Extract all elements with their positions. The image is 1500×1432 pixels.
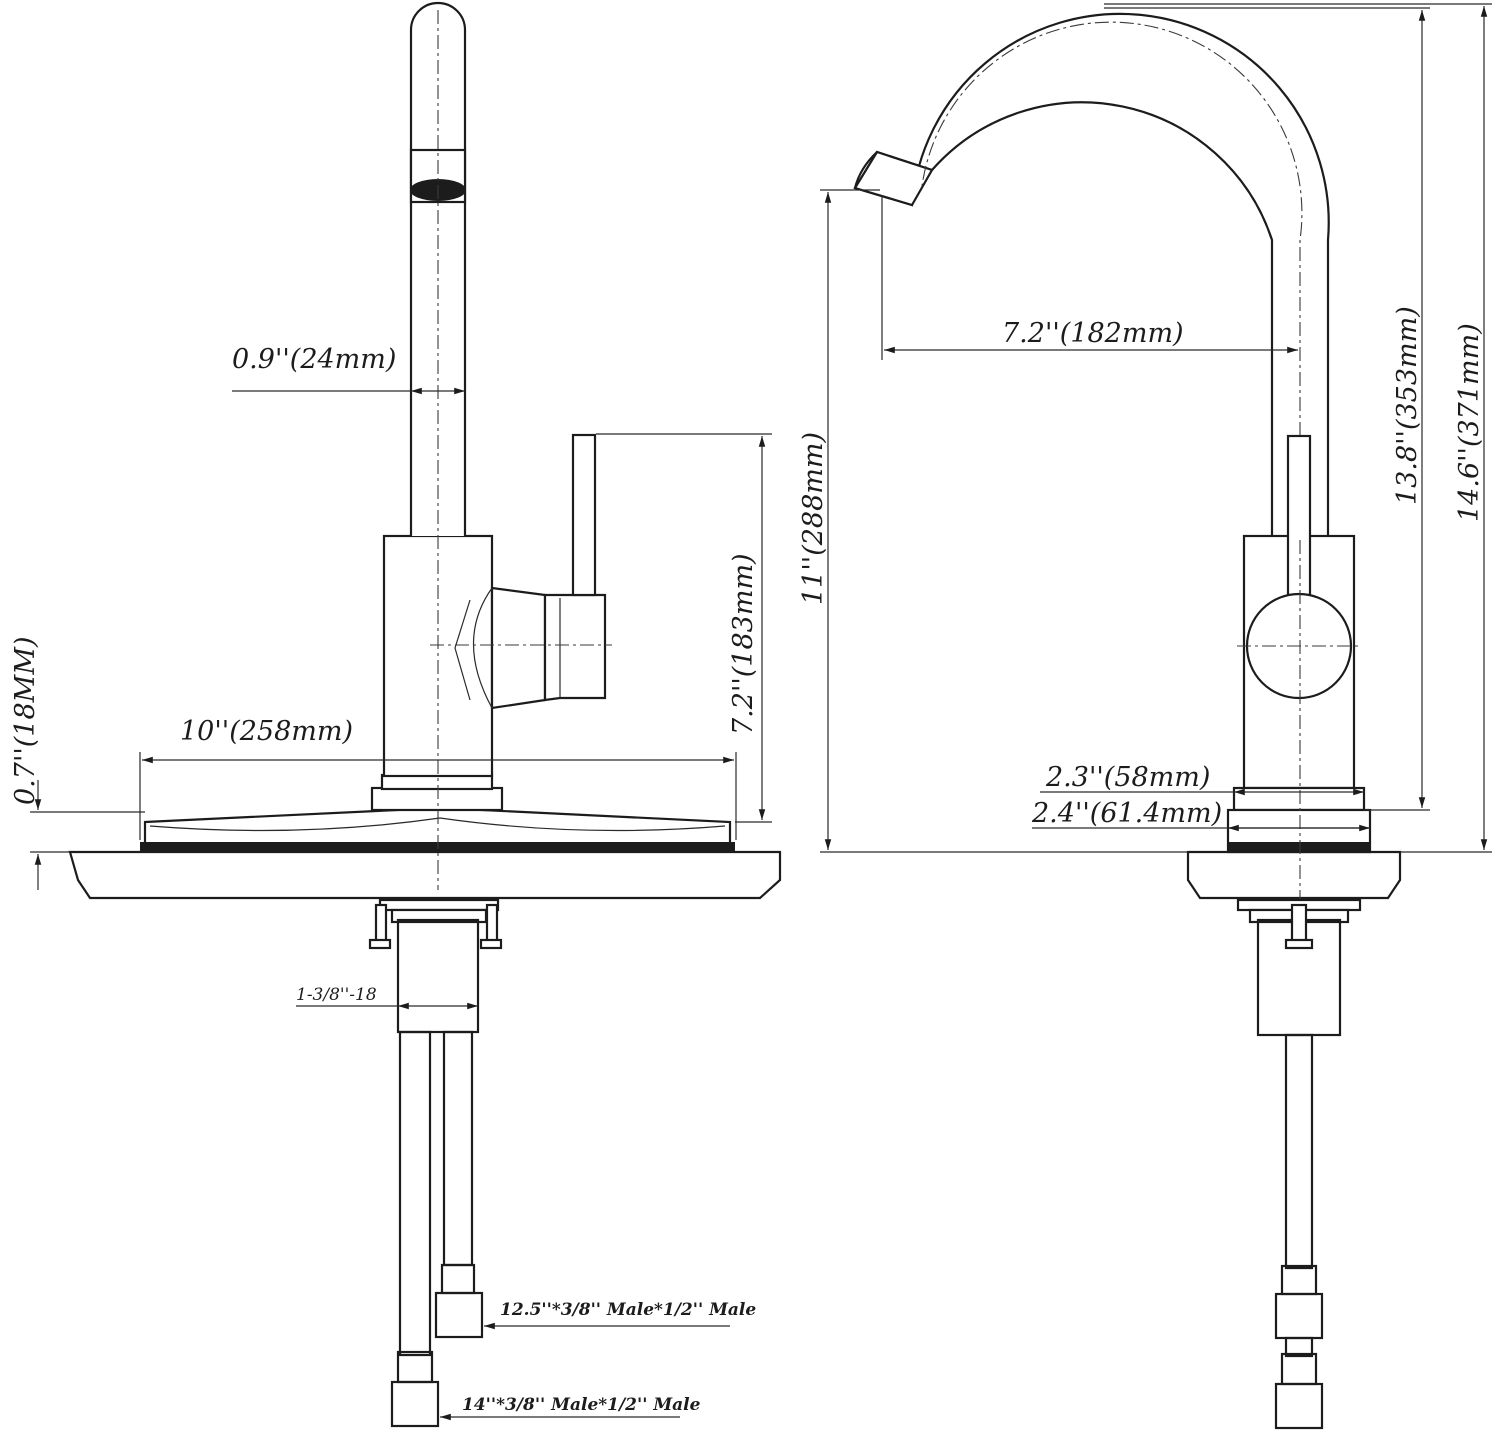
hose-right: [1274, 1033, 1324, 1430]
dim-deck-width: 10''(258mm): [139, 716, 737, 840]
left-side-view: 0.9''(24mm) 7.2''(183mm) 10''(258mm) 0.7…: [10, 1, 782, 1428]
dim-spout-reach: 7.2''(182mm): [881, 195, 1298, 360]
label-spout-reach: 7.2''(182mm): [1002, 318, 1184, 349]
dim-flange-diameter: 2.4''(61.4mm): [1031, 798, 1370, 832]
dim-total-height: 14.6''(371mm): [1104, 3, 1492, 853]
dim-spout-diameter: 0.9''(24mm): [232, 344, 465, 395]
dim-deck-thickness: 0.7''(18MM): [10, 637, 145, 890]
label-spout-diameter: 0.9''(24mm): [232, 344, 396, 375]
countertop-right: [1186, 850, 1402, 900]
label-spout-outlet-height: 11''(288mm): [798, 432, 829, 605]
label-handle-top-height: 13.8''(353mm): [1392, 306, 1423, 505]
gooseneck-spout-right: [853, 12, 1330, 536]
dim-spout-outlet-height: 11''(288mm): [798, 189, 1188, 853]
label-hose-long: 14''*3/8'' Male*1/2'' Male: [462, 1395, 701, 1415]
callout-hose-short: 12.5''*3/8'' Male*1/2'' Male: [484, 1300, 756, 1330]
label-hose-short: 12.5''*3/8'' Male*1/2'' Male: [500, 1300, 756, 1320]
handle-left: [454, 433, 607, 710]
label-base-diameter: 2.3''(58mm): [1045, 762, 1210, 793]
base-collar-right: [1232, 786, 1366, 812]
callout-hose-long: 14''*3/8'' Male*1/2'' Male: [440, 1395, 701, 1421]
countertop-left: [68, 850, 782, 900]
label-total-height: 14.6''(371mm): [1454, 323, 1485, 522]
label-handle-height: 7.2''(183mm): [728, 553, 759, 735]
dim-handle-top-height: 13.8''(353mm): [1104, 7, 1430, 811]
mounting-shank-left: [368, 898, 503, 1034]
mounting-shank-right: [1236, 898, 1362, 1037]
base-collar-left: [370, 786, 504, 812]
dim-thread: 1-3/8''-18: [296, 985, 478, 1010]
hoses-left: [390, 1030, 484, 1428]
label-thread: 1-3/8''-18: [296, 985, 377, 1005]
label-flange-diameter: 2.4''(61.4mm): [1031, 798, 1222, 829]
dim-handle-height: 7.2''(183mm): [596, 433, 772, 823]
dim-base-diameter: 2.3''(58mm): [1040, 762, 1364, 796]
right-front-view: 7.2''(182mm) 11''(288mm) 13.8''(353mm) 1…: [798, 3, 1492, 1430]
label-deck-width: 10''(258mm): [180, 716, 353, 747]
label-deck-thickness: 0.7''(18MM): [10, 637, 41, 806]
